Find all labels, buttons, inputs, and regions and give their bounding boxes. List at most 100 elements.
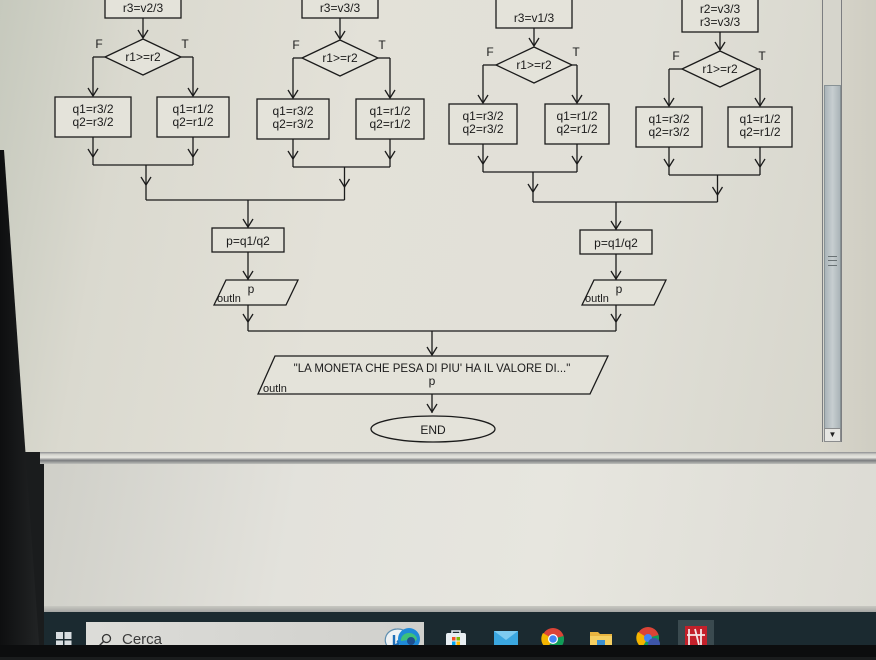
false-box-text[interactable]: q2=r3/2 <box>648 125 689 139</box>
arrow-head <box>663 158 675 169</box>
false-label: F <box>292 38 299 52</box>
taskbar-chrome[interactable] <box>536 622 570 656</box>
arrow-head <box>571 94 583 105</box>
true-label: T <box>378 38 386 52</box>
true-assign-box[interactable] <box>544 103 610 145</box>
edge-icon <box>398 628 420 650</box>
true-box-text[interactable]: q2=r1/2 <box>739 125 780 139</box>
false-box-text[interactable]: q2=r3/2 <box>72 115 113 129</box>
output-box[interactable] <box>580 279 668 306</box>
arrow-head <box>610 270 622 281</box>
true-label: T <box>758 49 766 63</box>
arrow-head <box>711 186 724 197</box>
true-box-text[interactable]: q2=r1/2 <box>172 115 213 129</box>
decision-diamond[interactable] <box>300 39 380 77</box>
assign-box[interactable] <box>301 0 379 19</box>
false-label: F <box>486 45 493 59</box>
final-output-box[interactable] <box>256 355 610 395</box>
decision-diamond[interactable] <box>494 46 574 84</box>
chrome-icon <box>541 628 565 651</box>
console-panel[interactable] <box>44 464 876 614</box>
output-keyword[interactable]: outln <box>585 293 609 305</box>
decision-text[interactable]: r1>=r2 <box>516 58 552 72</box>
false-box-text[interactable]: q1=r3/2 <box>72 102 113 116</box>
decision-text[interactable]: r1>=r2 <box>702 62 738 76</box>
arrow-head <box>140 176 152 187</box>
assign-box[interactable] <box>104 0 182 19</box>
search-placeholder: Cerca <box>122 631 163 648</box>
output-expr[interactable]: p <box>616 282 623 296</box>
arrow-head <box>477 155 489 166</box>
scroll-down-button[interactable]: ▼ <box>824 428 841 442</box>
false-assign-box[interactable] <box>635 106 703 148</box>
false-box-text[interactable]: q1=r3/2 <box>272 104 313 118</box>
false-assign-box[interactable] <box>256 98 330 140</box>
true-assign-box[interactable] <box>156 96 230 138</box>
false-label: F <box>672 49 679 63</box>
false-box-text[interactable]: q1=r3/2 <box>462 109 503 123</box>
true-box-text[interactable]: q1=r1/2 <box>369 104 410 118</box>
arrow-head <box>242 313 254 324</box>
true-assign-box[interactable] <box>727 106 793 148</box>
decision-text[interactable]: r1>=r2 <box>322 51 358 65</box>
arrow-head <box>287 150 299 161</box>
decision-text[interactable]: r1>=r2 <box>125 50 161 64</box>
arrow-head <box>187 87 199 98</box>
true-label: T <box>181 37 189 51</box>
decision-diamond[interactable] <box>103 38 183 76</box>
final-output-message[interactable]: "LA MONETA CHE PESA DI PIU' HA IL VALORE… <box>294 363 571 375</box>
true-assign-box[interactable] <box>355 98 425 140</box>
arrow-head <box>187 148 199 159</box>
end-label: END <box>420 423 446 437</box>
taskbar-edge[interactable] <box>392 622 426 656</box>
end-terminal[interactable] <box>370 415 496 443</box>
true-box-text[interactable]: q2=r1/2 <box>369 117 410 131</box>
output-keyword[interactable]: outln <box>217 293 241 305</box>
arrow-head <box>610 313 622 324</box>
calc-box[interactable] <box>579 229 653 255</box>
assign-text: r3=v3/3 <box>320 1 361 15</box>
output-expr[interactable]: p <box>248 282 255 296</box>
false-box-text[interactable]: q2=r3/2 <box>462 122 503 136</box>
arrow-head <box>137 29 149 40</box>
arrow-head <box>87 148 99 159</box>
true-box-text[interactable]: q1=r1/2 <box>172 102 213 116</box>
arrow-head <box>714 41 726 52</box>
calc-box[interactable] <box>211 227 285 253</box>
mail-icon <box>494 631 518 648</box>
false-box-text[interactable]: q2=r3/2 <box>272 117 313 131</box>
arrow-head <box>527 183 539 194</box>
arrow-head <box>287 89 299 100</box>
arrow-head <box>87 87 99 98</box>
false-assign-box[interactable] <box>54 96 132 138</box>
output-box[interactable] <box>212 279 300 306</box>
calc-text[interactable]: p=q1/q2 <box>594 236 638 250</box>
start-button[interactable] <box>44 620 84 660</box>
final-output-expr[interactable]: p <box>429 374 436 388</box>
panel-splitter[interactable] <box>40 452 876 464</box>
assign-box[interactable] <box>495 0 573 29</box>
final-output-keyword[interactable]: outln <box>263 383 287 395</box>
assign-text: r3=v2/3 <box>123 1 164 15</box>
windows-start-icon <box>56 632 72 648</box>
arrow-head <box>426 346 438 357</box>
calc-text[interactable]: p=q1/q2 <box>226 234 270 248</box>
false-assign-box[interactable] <box>448 103 518 145</box>
arrow-head <box>754 97 766 108</box>
true-box-text[interactable]: q1=r1/2 <box>556 109 597 123</box>
arrow-head <box>528 37 540 48</box>
true-box-text[interactable]: q1=r1/2 <box>739 112 780 126</box>
arrow-head <box>384 89 396 100</box>
assign-box[interactable] <box>681 0 759 33</box>
taskbar-mail[interactable] <box>489 622 523 656</box>
decision-diamond[interactable] <box>680 50 760 88</box>
arrow-head <box>338 178 351 189</box>
monitor-bezel-bottom <box>0 645 876 657</box>
true-box-text[interactable]: q2=r1/2 <box>556 122 597 136</box>
true-label: T <box>572 45 580 59</box>
vertical-scrollbar[interactable]: ▼ <box>822 0 842 442</box>
scroll-thumb[interactable] <box>824 85 841 432</box>
false-box-text[interactable]: q1=r3/2 <box>648 112 689 126</box>
